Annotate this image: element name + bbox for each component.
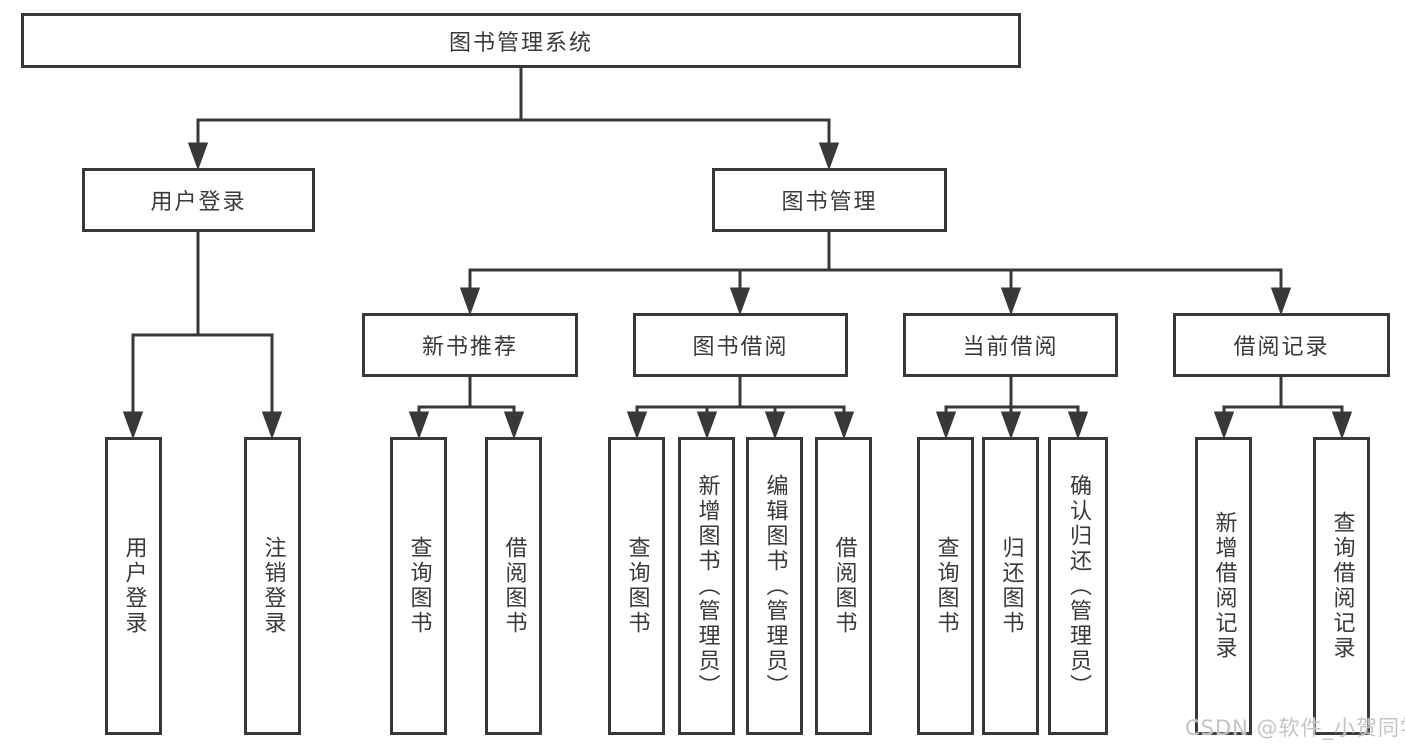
leaf-borrow-books-recommend: 借阅图书 <box>485 437 542 735</box>
leaf-user-login: 用户登录 <box>105 437 162 735</box>
node-user-login: 用户登录 <box>82 168 315 232</box>
leaf-label: 查询借阅记录 <box>1329 511 1355 661</box>
leaf-label: 用户登录 <box>121 536 147 636</box>
leaf-edit-books-admin: 编辑图书（管理员） <box>746 437 803 735</box>
node-root-system: 图书管理系统 <box>21 13 1021 68</box>
leaf-confirm-return-admin: 确认归还（管理员） <box>1048 437 1108 735</box>
leaf-add-books-admin: 新增图书（管理员） <box>678 437 735 735</box>
leaf-query-books-recommend: 查询图书 <box>390 437 447 735</box>
leaf-return-books: 归还图书 <box>982 437 1039 735</box>
leaf-query-books-current: 查询图书 <box>917 437 974 735</box>
leaf-query-borrow-record: 查询借阅记录 <box>1313 437 1370 735</box>
leaf-label: 新增图书（管理员） <box>694 473 720 699</box>
node-current-borrow: 当前借阅 <box>903 313 1118 377</box>
node-book-borrow: 图书借阅 <box>633 313 848 377</box>
leaf-query-books-borrow: 查询图书 <box>608 437 665 735</box>
leaf-label: 新增借阅记录 <box>1211 511 1237 661</box>
leaf-label: 编辑图书（管理员） <box>762 473 788 699</box>
leaf-label: 确认归还（管理员） <box>1066 473 1091 699</box>
leaf-label: 归还图书 <box>998 536 1024 636</box>
node-new-book-recommend: 新书推荐 <box>362 313 578 377</box>
node-borrow-records: 借阅记录 <box>1173 313 1390 377</box>
leaf-label: 查询图书 <box>624 536 650 636</box>
leaf-label: 注销登录 <box>260 536 286 636</box>
leaf-label: 借阅图书 <box>501 536 527 636</box>
leaf-borrow-books: 借阅图书 <box>815 437 872 735</box>
leaf-add-borrow-record: 新增借阅记录 <box>1195 437 1252 735</box>
node-book-management: 图书管理 <box>712 168 947 232</box>
leaf-label: 查询图书 <box>933 536 959 636</box>
csdn-watermark: CSDN @软件_小贺同学 <box>1185 716 1405 740</box>
leaf-label: 借阅图书 <box>831 536 857 636</box>
leaf-label: 查询图书 <box>406 536 432 636</box>
leaf-logout: 注销登录 <box>244 437 301 735</box>
